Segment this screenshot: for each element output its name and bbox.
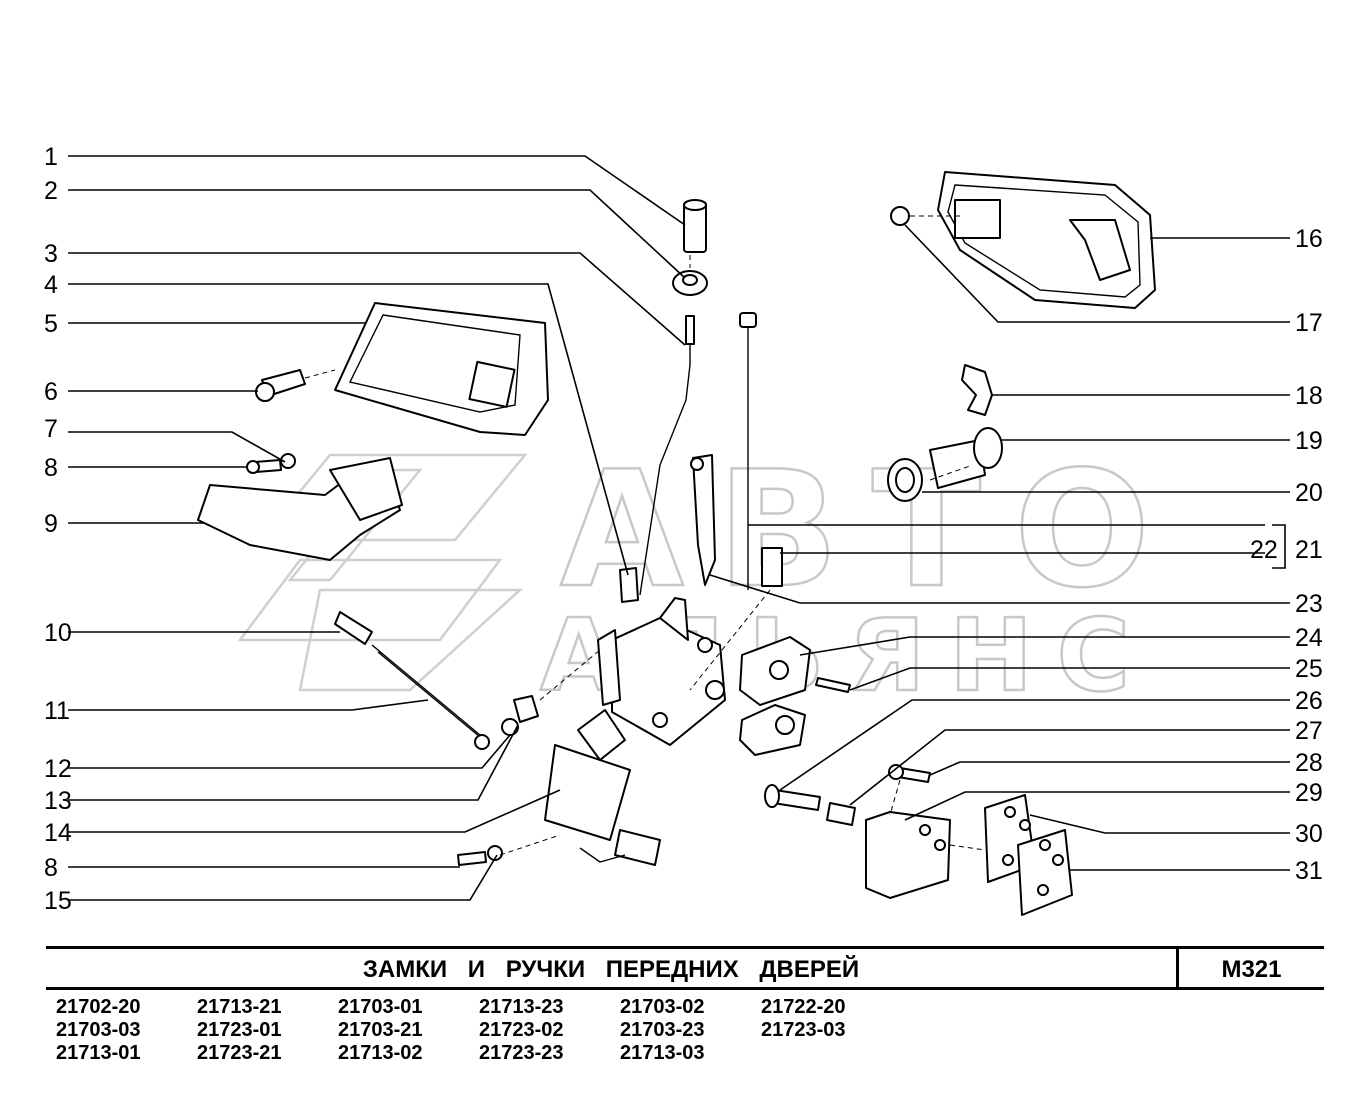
callout-10: 10 xyxy=(44,619,72,647)
part-handle-bezel xyxy=(334,302,549,436)
part-lock-knob xyxy=(683,199,707,253)
callout-27: 27 xyxy=(1295,717,1323,745)
callout-4: 4 xyxy=(44,271,58,299)
model-code: 21703-03 xyxy=(56,1019,141,1041)
part-handle-rod xyxy=(334,611,490,750)
part-striker-screw xyxy=(764,784,821,811)
title-block: ЗАМКИ И РУЧКИ ПЕРЕДНИХ ДВЕРЕЙ М321 xyxy=(46,946,1324,990)
model-code: 21723-03 xyxy=(761,1019,846,1041)
part-lever-assembly xyxy=(690,454,783,587)
watermark-line-1: АВТО xyxy=(560,436,1150,623)
part-lock-actuator xyxy=(544,709,661,866)
callout-8-lower: 8 xyxy=(44,854,58,882)
callout-9: 9 xyxy=(44,510,58,538)
model-code: 21723-01 xyxy=(197,1019,282,1041)
page-code: М321 xyxy=(1221,956,1282,983)
callout-labels: 1 2 3 4 5 6 7 8 9 10 11 12 13 14 8 15 16… xyxy=(44,143,1323,915)
part-inner-handle xyxy=(197,457,403,561)
assembly-lines xyxy=(304,215,986,856)
model-code: 21723-21 xyxy=(197,1042,282,1064)
model-code: 21713-21 xyxy=(197,996,282,1018)
callout-2: 2 xyxy=(44,177,58,205)
part-clip xyxy=(513,695,539,723)
callout-19: 19 xyxy=(1295,427,1323,455)
callout-24: 24 xyxy=(1295,624,1323,652)
model-code: 21713-23 xyxy=(479,996,564,1018)
model-code: 21713-02 xyxy=(338,1042,423,1064)
model-code: 21703-23 xyxy=(620,1019,705,1041)
part-lock-cylinder xyxy=(929,427,1003,489)
callout-18: 18 xyxy=(1295,382,1323,410)
callout-23: 23 xyxy=(1295,590,1323,618)
callout-7: 7 xyxy=(44,415,58,443)
model-code: 21713-01 xyxy=(56,1042,141,1064)
model-code: 21713-03 xyxy=(620,1042,705,1064)
model-code: 21702-20 xyxy=(56,996,141,1018)
part-lock-rod xyxy=(639,315,691,596)
callout-16: 16 xyxy=(1295,225,1323,253)
callout-5: 5 xyxy=(44,310,58,338)
part-screw-bottom xyxy=(457,845,503,866)
callout-11: 11 xyxy=(44,697,70,725)
model-code xyxy=(761,1042,902,1065)
model-code: 21723-23 xyxy=(479,1042,564,1064)
model-code: 21723-02 xyxy=(479,1019,564,1041)
callout-26: 26 xyxy=(1295,687,1323,715)
part-grommet xyxy=(672,270,708,296)
part-striker xyxy=(865,811,951,899)
callout-15: 15 xyxy=(44,887,72,915)
part-nut xyxy=(890,206,910,226)
callout-29: 29 xyxy=(1295,779,1323,807)
part-washer xyxy=(501,718,519,736)
part-striker-screw-small xyxy=(888,764,931,783)
model-list: 21702-20 21713-21 21703-01 21713-23 21703-02… xyxy=(56,996,916,1065)
model-code: 21703-21 xyxy=(338,1019,423,1041)
callout-22: 22 xyxy=(1250,536,1278,564)
callout-21: 21 xyxy=(1295,536,1323,564)
part-spacer xyxy=(826,802,856,826)
callout-6: 6 xyxy=(44,378,58,406)
part-lock-mechanism xyxy=(597,597,726,746)
part-latch xyxy=(739,636,851,756)
part-lock-clip xyxy=(961,364,993,416)
part-plate-2 xyxy=(1017,829,1073,916)
callout-30: 30 xyxy=(1295,820,1323,848)
callout-1: 1 xyxy=(44,143,58,171)
parts xyxy=(197,171,1156,916)
part-screw-small xyxy=(246,453,296,474)
part-bracket xyxy=(619,567,639,603)
model-code: 21722-20 xyxy=(761,996,846,1018)
callout-25: 25 xyxy=(1295,655,1323,683)
callout-17: 17 xyxy=(1295,309,1323,337)
part-gasket xyxy=(887,458,923,502)
callout-12: 12 xyxy=(44,755,72,783)
callout-14: 14 xyxy=(44,819,72,847)
callout-28: 28 xyxy=(1295,749,1323,777)
callout-31: 31 xyxy=(1295,857,1323,885)
part-outer-handle xyxy=(937,171,1156,309)
callout-13: 13 xyxy=(44,787,72,815)
page-title: ЗАМКИ И РУЧКИ ПЕРЕДНИХ ДВЕРЕЙ xyxy=(362,956,860,983)
part-screw xyxy=(255,369,306,402)
leader-lines xyxy=(68,155,1290,901)
title-divider xyxy=(1176,949,1179,987)
callout-8-upper: 8 xyxy=(44,454,58,482)
model-code: 21703-02 xyxy=(620,996,705,1018)
model-code: 21703-01 xyxy=(338,996,423,1018)
callout-3: 3 xyxy=(44,240,58,268)
callout-20: 20 xyxy=(1295,479,1323,507)
